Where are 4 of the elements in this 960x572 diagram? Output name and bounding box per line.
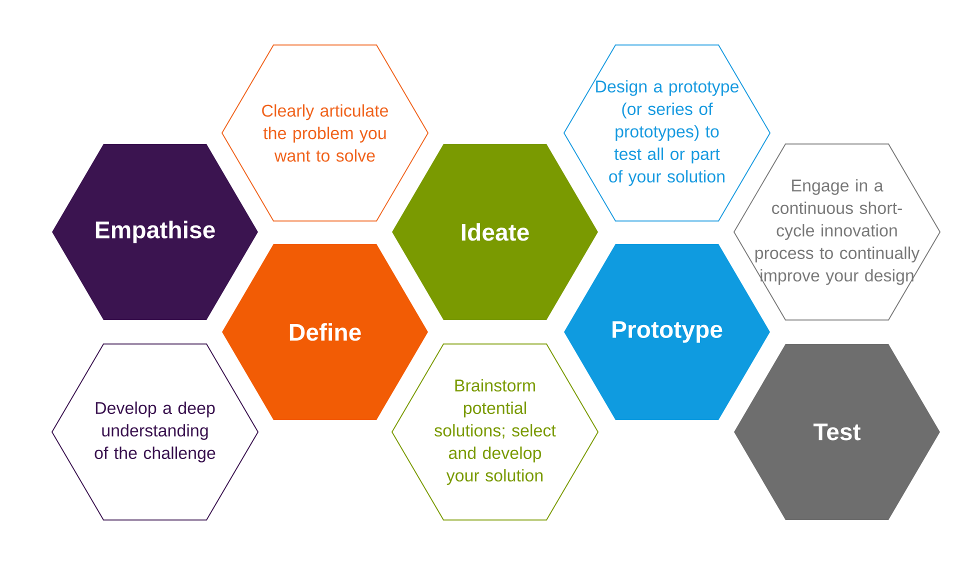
stage-hexagon: Test (734, 344, 940, 520)
stage-hexagon: Ideate (392, 144, 598, 320)
stage-hexagon: Define (222, 244, 428, 420)
stage-hexagon: Empathise (52, 144, 258, 320)
